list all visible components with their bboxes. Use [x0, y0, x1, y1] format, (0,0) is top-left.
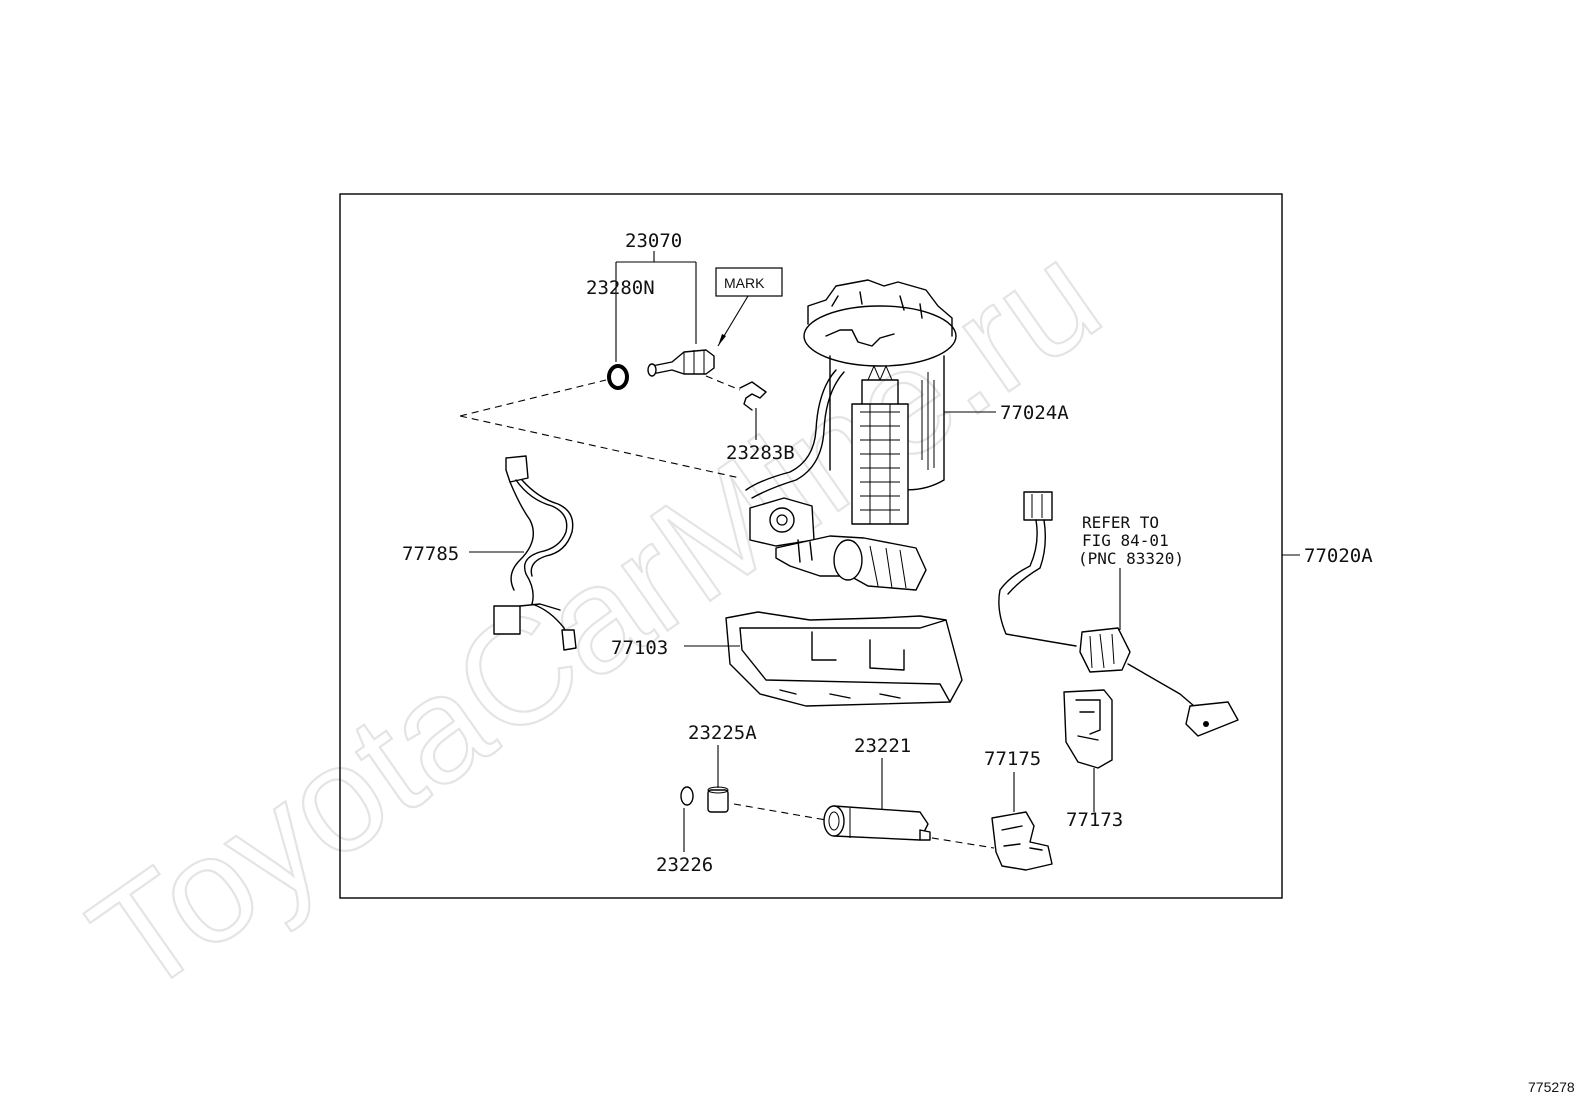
bracket-77103[interactable] — [725, 611, 963, 707]
o-ring-23280N[interactable] — [607, 364, 629, 390]
mark-box: MARK — [715, 267, 783, 347]
label-23070-group: 23070 — [615, 230, 697, 362]
diagram-frame — [339, 193, 1283, 899]
callout-77173[interactable]: 77173 — [1066, 809, 1123, 831]
callout-23225A[interactable]: 23225A — [688, 722, 757, 744]
callout-23070[interactable]: 23070 — [625, 230, 682, 252]
callout-23280N[interactable]: 23280N — [586, 277, 655, 299]
callout-77024A[interactable]: 77024A — [1000, 402, 1069, 424]
callout-77785[interactable]: 77785 — [402, 543, 459, 565]
fuel-sender-gauge[interactable] — [998, 491, 1239, 737]
filter-23225A[interactable] — [707, 786, 729, 813]
watermark-text: ToyotaCarMine.ru — [62, 210, 1128, 1027]
part-77175[interactable] — [991, 811, 1053, 871]
ring-23226[interactable] — [680, 786, 694, 806]
pump-module-77024A[interactable] — [745, 279, 957, 591]
mark-label: MARK — [724, 275, 765, 291]
fuel-pump-23221[interactable] — [823, 805, 931, 841]
callout-23221[interactable]: 23221 — [854, 735, 911, 757]
refer-line-1: REFER TO — [1082, 513, 1159, 532]
callout-77175[interactable]: 77175 — [984, 748, 1041, 770]
callout-23283B[interactable]: 23283B — [726, 442, 795, 464]
callout-23226[interactable]: 23226 — [656, 854, 713, 876]
refer-line-2: FIG 84-01 — [1082, 531, 1169, 550]
clip-23283B[interactable] — [739, 381, 767, 411]
part-77173[interactable] — [1063, 689, 1113, 769]
callout-77020A[interactable]: 77020A — [1304, 545, 1373, 567]
callout-77103[interactable]: 77103 — [611, 637, 668, 659]
fuel-connector-23070[interactable] — [647, 349, 715, 377]
wire-harness-77785[interactable] — [493, 455, 577, 651]
diagram-code: 775278 — [1528, 1079, 1575, 1095]
refer-line-3: (PNC 83320) — [1078, 549, 1184, 568]
